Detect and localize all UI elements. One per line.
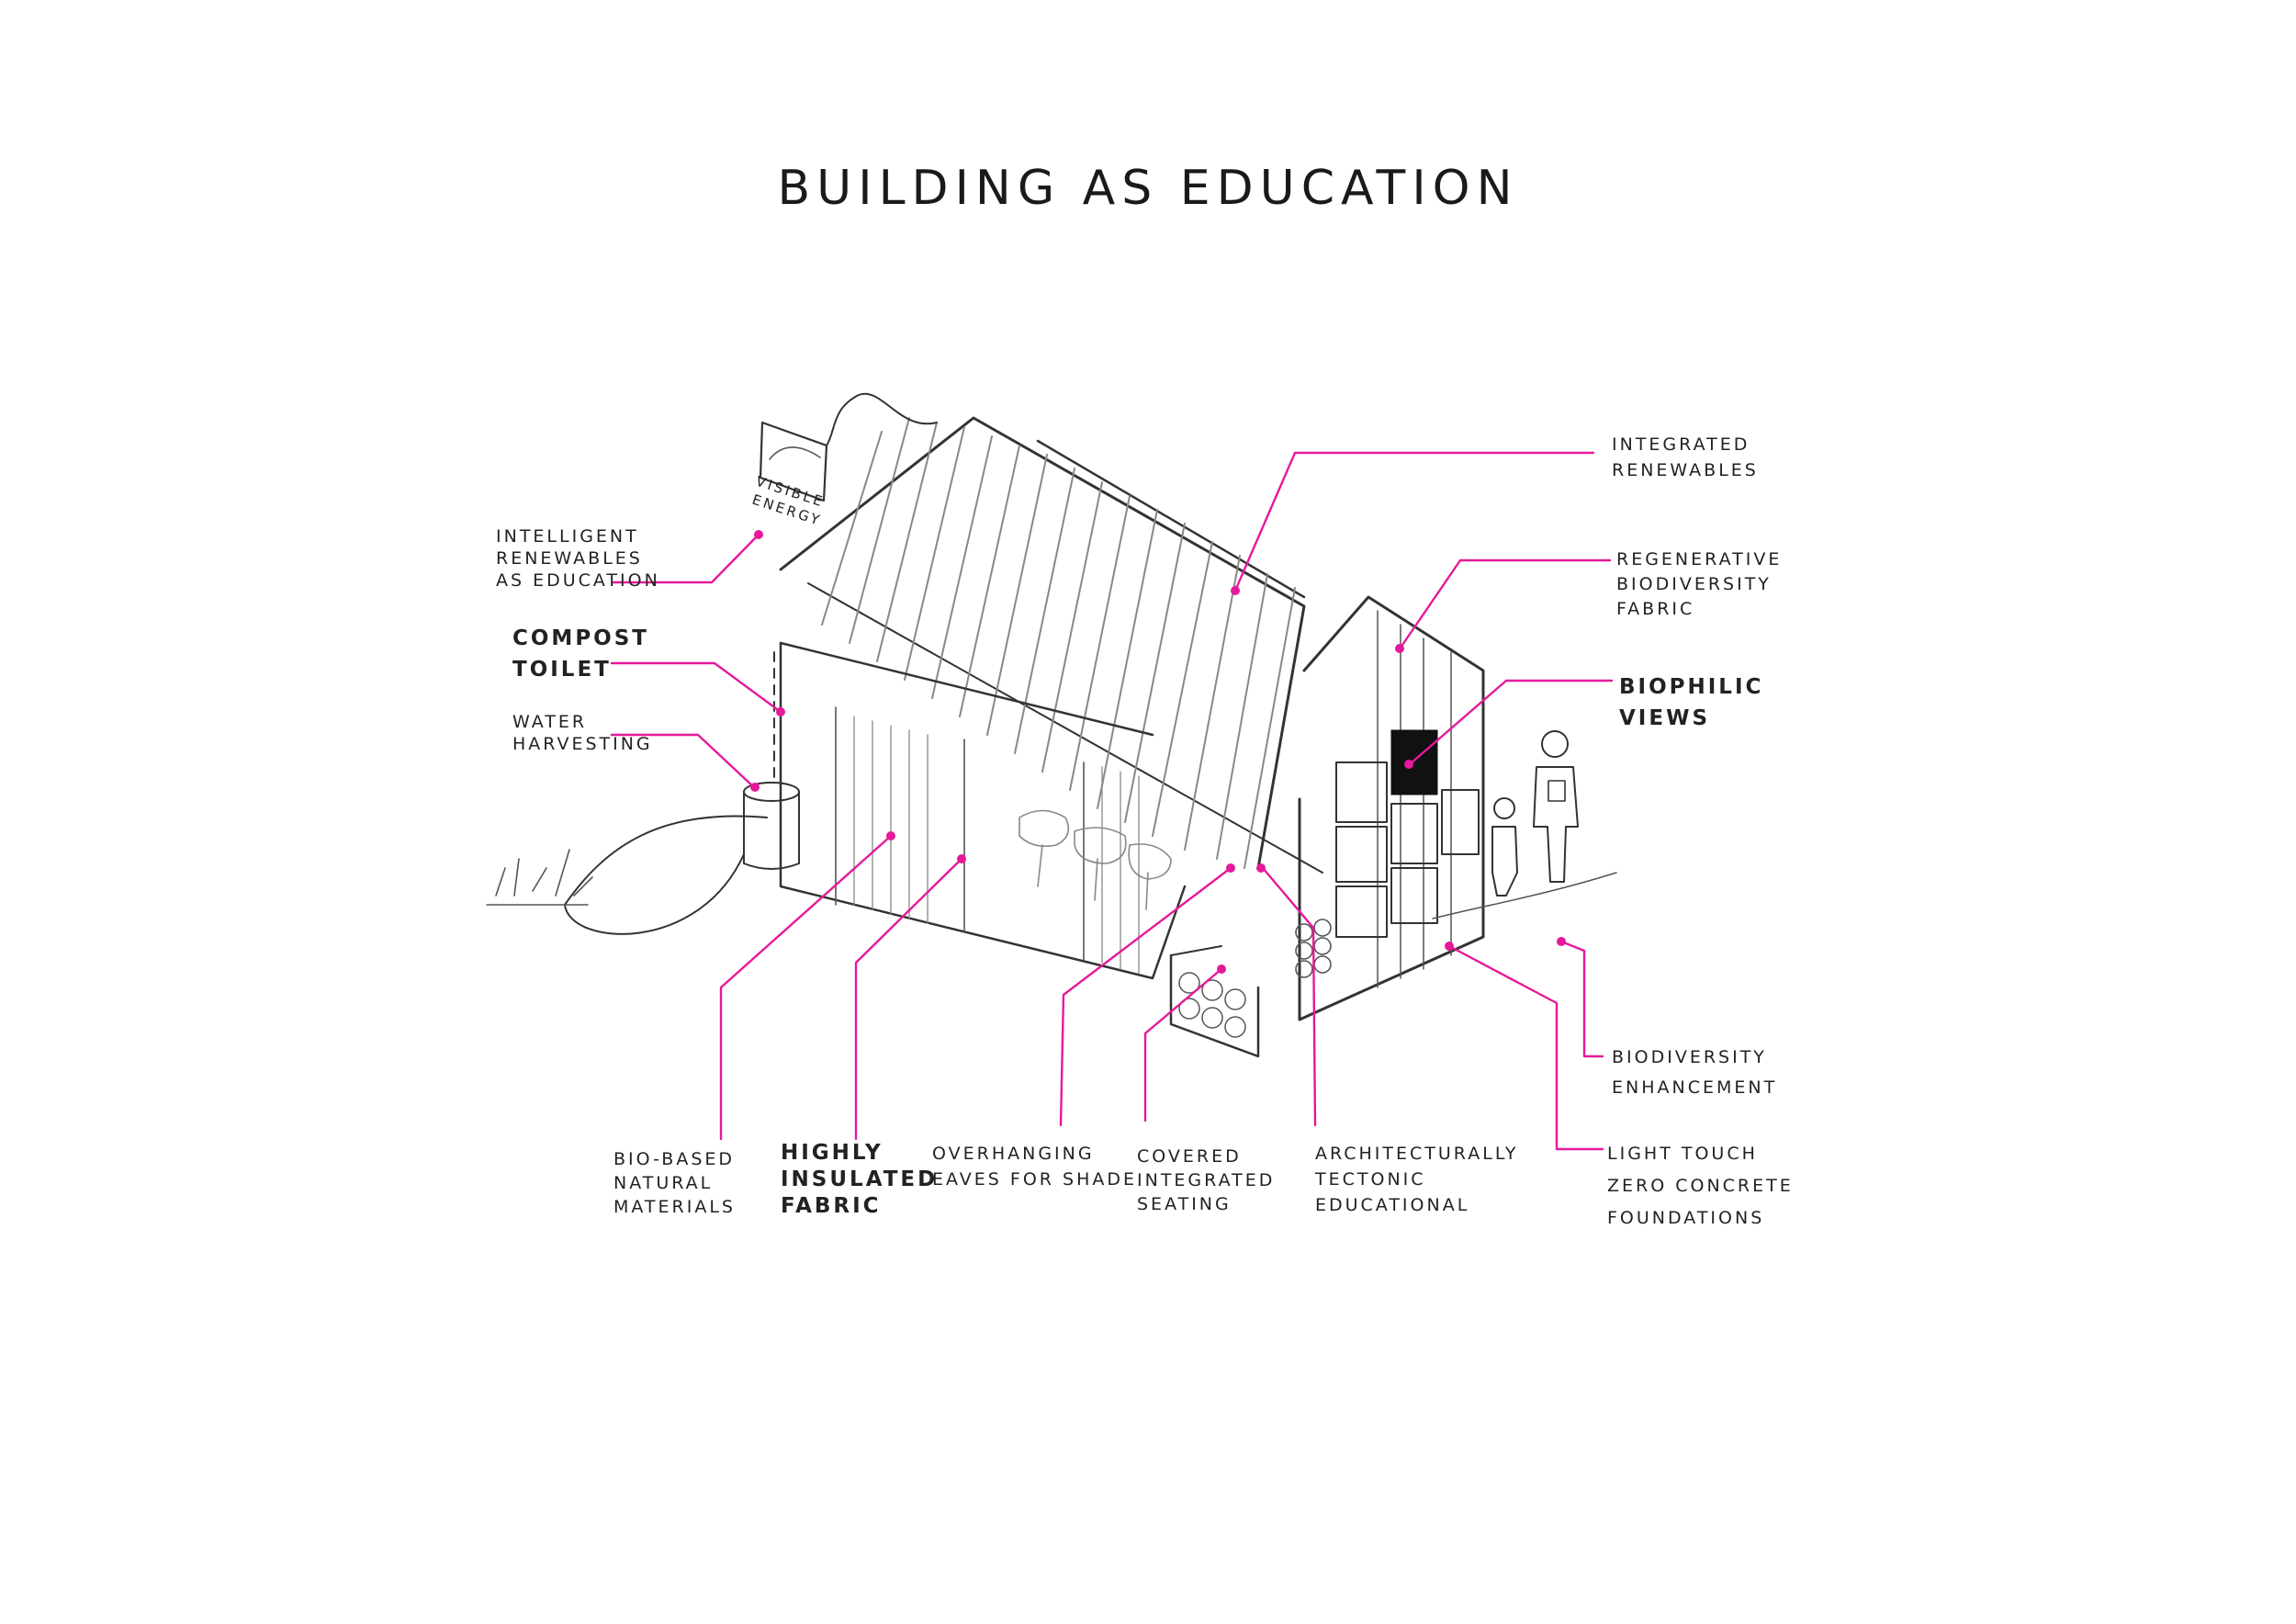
svg-text:VIEWS: VIEWS — [1619, 706, 1710, 730]
svg-text:HARVESTING: HARVESTING — [512, 734, 653, 754]
svg-text:FABRIC: FABRIC — [1616, 599, 1694, 619]
visible-energy-sign: VISIBLE ENERGY — [750, 394, 937, 529]
svg-text:HIGHLY: HIGHLY — [781, 1141, 884, 1165]
label-architectural-tectonic: ARCHITECTURALLY TECTONIC EDUCATIONAL — [1314, 1144, 1518, 1215]
svg-text:INTELLIGENT: INTELLIGENT — [496, 526, 639, 547]
label-biodiversity-enhancement: BIODIVERSITY ENHANCEMENT — [1612, 1047, 1777, 1098]
svg-text:RENEWABLES: RENEWABLES — [496, 548, 643, 569]
svg-text:WATER: WATER — [512, 712, 587, 732]
svg-text:BIODIVERSITY: BIODIVERSITY — [1616, 574, 1772, 594]
people-figures — [1433, 731, 1616, 919]
svg-text:MATERIALS: MATERIALS — [613, 1197, 736, 1217]
svg-text:TOILET: TOILET — [512, 658, 612, 682]
label-biophilic-views: BIOPHILIC VIEWS — [1619, 675, 1763, 730]
svg-text:NATURAL: NATURAL — [613, 1173, 713, 1193]
roof — [781, 418, 1322, 873]
label-covered-seating: COVERED INTEGRATED SEATING — [1137, 1146, 1275, 1214]
svg-text:ARCHITECTURALLY: ARCHITECTURALLY — [1315, 1144, 1518, 1164]
gable-wall — [1296, 597, 1483, 1020]
svg-text:BIOPHILIC: BIOPHILIC — [1619, 675, 1763, 699]
svg-text:EDUCATIONAL: EDUCATIONAL — [1315, 1195, 1469, 1215]
svg-text:COVERED: COVERED — [1137, 1146, 1242, 1167]
svg-text:ENHANCEMENT: ENHANCEMENT — [1612, 1077, 1777, 1098]
label-regenerative-fabric: REGENERATIVE BIODIVERSITY FABRIC — [1616, 549, 1782, 619]
svg-text:OVERHANGING: OVERHANGING — [932, 1144, 1095, 1164]
svg-text:SEATING: SEATING — [1137, 1194, 1232, 1214]
page-title: BUILDING AS EDUCATION — [778, 161, 1519, 216]
svg-text:REGENERATIVE: REGENERATIVE — [1616, 549, 1782, 570]
label-bio-based-materials: BIO-BASED NATURAL MATERIALS — [613, 1149, 736, 1217]
svg-text:AS EDUCATION: AS EDUCATION — [496, 570, 660, 591]
mural-doodle — [1019, 811, 1171, 910]
svg-text:FOUNDATIONS: FOUNDATIONS — [1607, 1208, 1764, 1228]
building-sketch: VISIBLE ENERGY — [487, 394, 1616, 1056]
label-water-harvesting: WATER HARVESTING — [512, 712, 653, 754]
svg-text:EAVES FOR SHADE: EAVES FOR SHADE — [932, 1169, 1137, 1190]
label-light-touch-foundations: LIGHT TOUCH ZERO CONCRETE FOUNDATIONS — [1607, 1144, 1794, 1228]
label-intelligent-renewables: INTELLIGENT RENEWABLES AS EDUCATION — [496, 526, 660, 591]
label-integrated-renewables: INTEGRATED RENEWABLES — [1612, 434, 1759, 480]
svg-text:LIGHT TOUCH: LIGHT TOUCH — [1607, 1144, 1758, 1164]
svg-text:BIODIVERSITY: BIODIVERSITY — [1612, 1047, 1767, 1067]
long-wall — [781, 643, 1185, 978]
svg-text:INSULATED: INSULATED — [781, 1167, 938, 1191]
svg-text:INTEGRATED: INTEGRATED — [1137, 1170, 1275, 1190]
svg-text:BIO-BASED: BIO-BASED — [613, 1149, 735, 1169]
svg-text:TECTONIC: TECTONIC — [1314, 1169, 1426, 1190]
svg-text:RENEWABLES: RENEWABLES — [1612, 460, 1759, 480]
svg-text:COMPOST: COMPOST — [512, 626, 649, 650]
water-barrel — [487, 652, 799, 934]
svg-text:ZERO CONCRETE: ZERO CONCRETE — [1607, 1176, 1794, 1196]
label-compost-toilet: COMPOST TOILET — [512, 626, 649, 682]
svg-text:FABRIC: FABRIC — [781, 1194, 882, 1218]
svg-text:INTEGRATED: INTEGRATED — [1612, 434, 1750, 455]
biophilic-window — [1391, 730, 1437, 795]
label-overhanging-eaves: OVERHANGING EAVES FOR SHADE — [932, 1144, 1137, 1190]
label-highly-insulated-fabric: HIGHLY INSULATED FABRIC — [781, 1141, 938, 1218]
